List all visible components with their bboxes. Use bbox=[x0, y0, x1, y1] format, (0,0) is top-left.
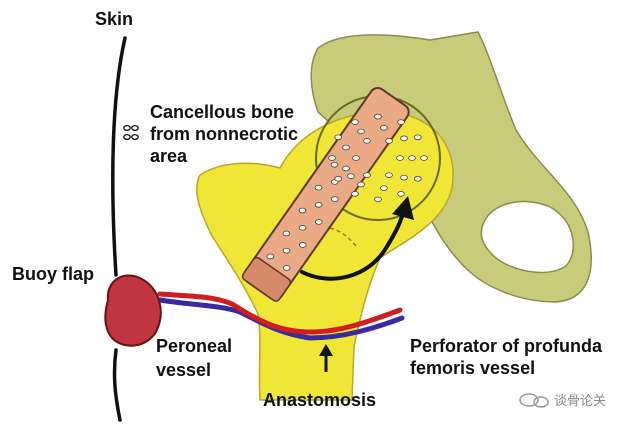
graft-hole-37 bbox=[351, 119, 359, 125]
graft-hole-23 bbox=[357, 181, 365, 188]
graft-hole-35 bbox=[328, 155, 336, 161]
buoy-flap bbox=[104, 274, 162, 347]
label-skin: Skin bbox=[95, 9, 133, 29]
graft-hole-9 bbox=[314, 184, 323, 191]
graft-hole-20 bbox=[408, 155, 416, 161]
artery-vessel bbox=[157, 291, 403, 335]
femur-shape bbox=[196, 111, 454, 401]
cancellous-dot-2 bbox=[131, 124, 139, 132]
graft-hole-13 bbox=[347, 173, 355, 179]
graft-hole-7 bbox=[315, 219, 323, 225]
graft-hole-33 bbox=[351, 191, 359, 197]
graft-hole-18 bbox=[363, 138, 371, 144]
graft-hole-30 bbox=[414, 175, 422, 182]
graft-hole-2 bbox=[282, 247, 291, 254]
graft-hole-15 bbox=[385, 172, 393, 178]
watermark-icon-2 bbox=[533, 396, 549, 408]
graft-hole-17 bbox=[352, 155, 360, 161]
label-peroneal-2: vessel bbox=[156, 360, 211, 380]
label-cancellous-2: from nonnecrotic bbox=[150, 124, 298, 144]
graft-hole-8 bbox=[314, 202, 323, 208]
label-perforator-1: Perforator of profunda bbox=[410, 336, 603, 356]
cancellous-dot-1 bbox=[123, 124, 131, 132]
watermark-icon bbox=[519, 393, 539, 407]
label-anastomosis: Anastomosis bbox=[263, 390, 376, 410]
graft-hole-40 bbox=[414, 134, 422, 141]
graft-hole-4 bbox=[298, 242, 307, 248]
graft-hole-10 bbox=[331, 196, 339, 202]
graft-hole-1 bbox=[282, 265, 291, 271]
graft-hole-34 bbox=[334, 175, 342, 182]
label-perforator-2: femoris vessel bbox=[410, 358, 535, 378]
graft-hole-26 bbox=[357, 128, 365, 135]
graft-hole-14 bbox=[396, 155, 404, 161]
graft-hole-21 bbox=[400, 174, 408, 181]
graft-hole-25 bbox=[342, 144, 350, 151]
label-cancellous-3: area bbox=[150, 146, 188, 166]
graft-holes bbox=[266, 113, 428, 271]
graft-hole-22 bbox=[380, 185, 388, 191]
graft-hole-31 bbox=[397, 191, 405, 197]
cancellous-dot-3 bbox=[123, 133, 131, 141]
graft-hole-32 bbox=[374, 196, 382, 203]
label-peroneal-1: Peroneal bbox=[156, 336, 232, 356]
graft-hole-5 bbox=[298, 224, 307, 231]
rotation-arrow-head bbox=[392, 196, 414, 220]
graft-hole-12 bbox=[330, 161, 339, 168]
graft-hole-39 bbox=[397, 119, 405, 125]
graft-hole-27 bbox=[380, 125, 388, 131]
cancellous-dot-4 bbox=[131, 133, 139, 141]
dashed-line bbox=[329, 227, 357, 247]
skin-line bbox=[111, 36, 127, 422]
graft-hole-19 bbox=[385, 138, 393, 144]
watermark: 谈骨论关 bbox=[519, 393, 606, 409]
graft-hole-0 bbox=[266, 253, 275, 260]
graft-hole-24 bbox=[342, 165, 350, 172]
rotation-arrow bbox=[300, 206, 406, 281]
graft-hole-38 bbox=[374, 113, 382, 120]
graft-hole-16 bbox=[363, 172, 371, 178]
graft-hole-28 bbox=[400, 135, 408, 142]
graft-hole-6 bbox=[298, 207, 307, 214]
watermark-text: 谈骨论关 bbox=[554, 394, 606, 409]
obturator-foramen bbox=[480, 200, 574, 274]
graft-hole-36 bbox=[334, 134, 342, 141]
graft-hole-3 bbox=[282, 230, 291, 237]
label-buoy-flap: Buoy flap bbox=[12, 264, 94, 284]
label-cancellous-1: Cancellous bone bbox=[150, 102, 294, 122]
graft-hole-29 bbox=[420, 155, 428, 161]
anastomosis-arrow-head bbox=[319, 344, 333, 356]
